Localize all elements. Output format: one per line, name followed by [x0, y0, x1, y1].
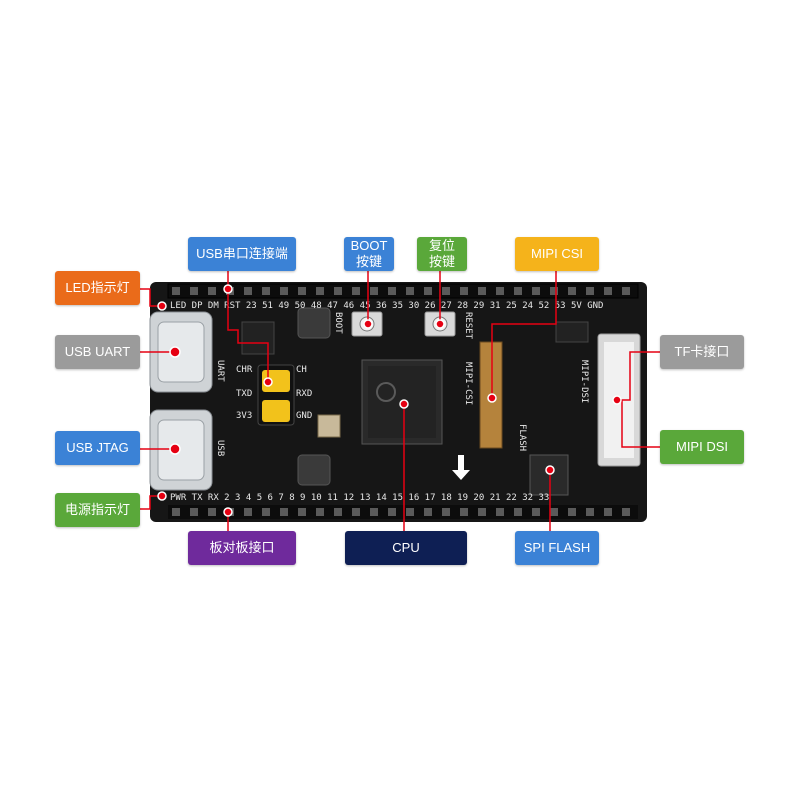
header-pin: [406, 508, 414, 516]
txd-silk: TXD: [236, 389, 252, 399]
top-pin-labels: LED DP DM RST 23 51 49 50 48 47 46 45 36…: [170, 301, 603, 311]
chr-silk: CHR: [236, 365, 253, 375]
header-pin: [190, 508, 198, 516]
header-pin: [442, 508, 450, 516]
boot-button-label: BOOT 按键: [344, 237, 394, 271]
led-indicator-label: LED指示灯: [55, 271, 140, 305]
header-pin: [298, 287, 306, 295]
uart-silk: UART: [215, 360, 225, 382]
spi-flash-chip: [529, 454, 569, 496]
usb-jtag-label: USB JTAG: [55, 431, 140, 465]
header-pin: [172, 508, 180, 516]
inductor-top: [297, 307, 331, 339]
header-pin: [478, 287, 486, 295]
reset-button-label: 复位 按键: [417, 237, 467, 271]
header-pin: [334, 508, 342, 516]
header-pin: [190, 287, 198, 295]
usb-jtag-connector: [149, 409, 213, 491]
header-pin: [370, 508, 378, 516]
header-pin: [172, 287, 180, 295]
jumper-block: [257, 364, 295, 426]
arrow-down-icon: [452, 455, 470, 480]
header-pin: [334, 287, 342, 295]
header-pin: [568, 287, 576, 295]
header-pin: [496, 508, 504, 516]
reset-silk: RESET: [463, 312, 473, 340]
header-pin: [388, 287, 396, 295]
header-pin: [352, 287, 360, 295]
header-pin: [550, 287, 558, 295]
header-pin: [424, 287, 432, 295]
bottom-pins: [172, 508, 630, 516]
header-pin: [244, 287, 252, 295]
top-pin-header: [167, 283, 639, 299]
header-pin: [316, 287, 324, 295]
header-pin: [298, 508, 306, 516]
header-pin: [604, 508, 612, 516]
header-pin: [604, 287, 612, 295]
header-pin: [370, 287, 378, 295]
header-pin: [478, 508, 486, 516]
header-pin: [352, 508, 360, 516]
usb-silk: USB: [215, 440, 225, 456]
header-pin: [568, 508, 576, 516]
cpu-label: CPU: [345, 531, 467, 565]
header-pin: [262, 287, 270, 295]
header-pin: [460, 287, 468, 295]
flash-silk: FLASH: [517, 424, 527, 451]
bottom-pin-header: [168, 505, 638, 519]
header-pin: [388, 508, 396, 516]
header-pin: [424, 508, 432, 516]
header-pin: [622, 287, 630, 295]
header-pin: [532, 508, 540, 516]
header-pin: [460, 508, 468, 516]
header-pin: [622, 508, 630, 516]
header-pin: [550, 508, 558, 516]
rxd-silk: RXD: [296, 389, 312, 399]
bottom-pin-labels: PWR TX RX 2 3 4 5 6 7 8 9 10 11 12 13 14…: [170, 493, 549, 503]
header-pin: [532, 287, 540, 295]
header-pin: [316, 508, 324, 516]
tf-card-label: TF卡接口: [660, 335, 744, 369]
csi-silk: MIPI-CSI: [463, 362, 473, 405]
usb-uart-connector: [149, 311, 213, 393]
header-pin: [280, 287, 288, 295]
mipi-csi-label: MIPI CSI: [515, 237, 599, 271]
header-pin: [442, 287, 450, 295]
usb-serial-port-label: USB串口连接端: [188, 237, 296, 271]
header-pin: [280, 508, 288, 516]
header-pin: [208, 508, 216, 516]
gnd-silk: GND: [296, 411, 312, 421]
header-pin: [586, 287, 594, 295]
power-indicator-label: 电源指示灯: [55, 493, 140, 527]
header-pin: [208, 287, 216, 295]
header-pin: [586, 508, 594, 516]
usb-uart-label: USB UART: [55, 335, 140, 369]
header-pin: [496, 287, 504, 295]
spi-flash-label: SPI FLASH: [515, 531, 599, 565]
boot-silk: BOOT: [333, 312, 343, 334]
board-to-board-label: 板对板接口: [188, 531, 296, 565]
header-pin: [244, 508, 252, 516]
header-pin: [514, 287, 522, 295]
header-pin: [406, 287, 414, 295]
ch-silk: CH: [296, 365, 307, 375]
top-pins: [172, 287, 630, 295]
dsi-silk: MIPI-DSI: [579, 360, 589, 403]
3v3-silk: 3V3: [236, 411, 252, 421]
inductor-bottom: [297, 454, 331, 486]
header-pin: [514, 508, 522, 516]
pointer-dots: [157, 284, 622, 517]
mipi-dsi-label: MIPI DSI: [660, 430, 744, 464]
header-pin: [262, 508, 270, 516]
